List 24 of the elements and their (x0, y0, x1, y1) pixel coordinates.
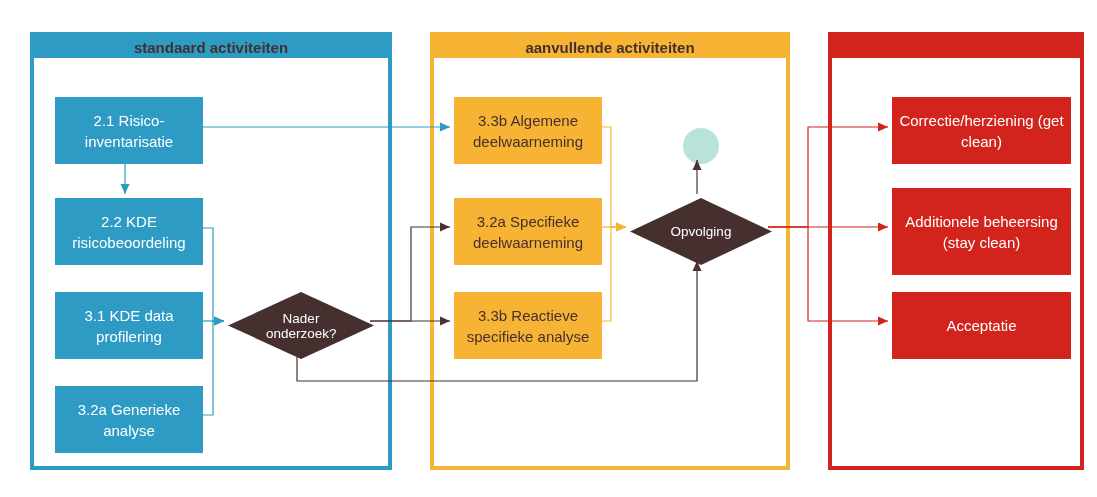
group-title: aanvullende activiteiten (434, 36, 786, 58)
process-box: 2.1 Risico- inventarisatie (55, 97, 203, 164)
decision-diamond (630, 198, 772, 265)
end-circle (683, 128, 719, 164)
decision-label: Opvolging (670, 224, 732, 239)
group-panel (828, 32, 1084, 470)
group-title: standaard activiteiten (34, 36, 388, 58)
process-box: 3.3b Reactieve specifieke analyse (454, 292, 602, 359)
process-box: Acceptatie (892, 292, 1071, 359)
process-box: 3.2a Generieke analyse (55, 386, 203, 453)
process-box: 3.2a Specifieke deelwaarneming (454, 198, 602, 265)
arrow (692, 159, 702, 195)
group-panel (30, 32, 392, 470)
process-box: 3.3b Algemene deelwaarneming (454, 97, 602, 164)
group-panel (430, 32, 790, 470)
process-box: Additionele beheersing (stay clean) (892, 188, 1071, 275)
process-box: 2.2 KDE risicobeoordeling (55, 198, 203, 265)
process-box: Correctie/herziening (get clean) (892, 97, 1071, 164)
decision-diamond (228, 292, 374, 359)
decision-label: Nader onderzoek? (266, 310, 336, 341)
arrow (369, 316, 451, 326)
arrow (296, 260, 702, 382)
process-box: 3.1 KDE data profilering (55, 292, 203, 359)
arrow (767, 226, 889, 326)
